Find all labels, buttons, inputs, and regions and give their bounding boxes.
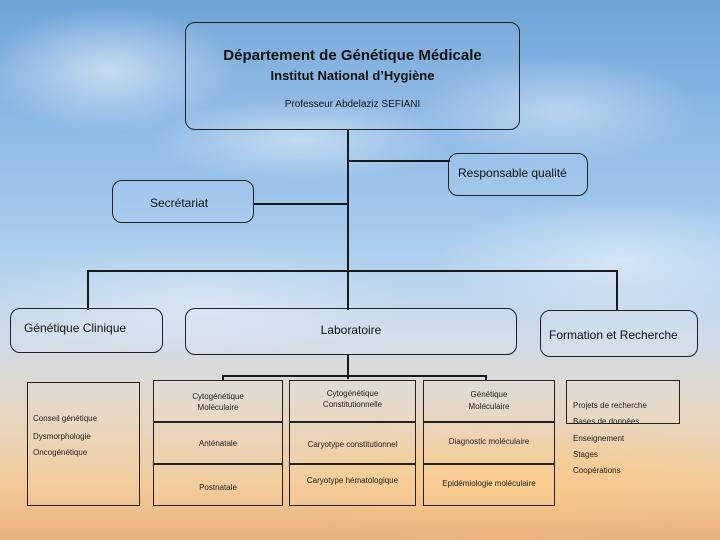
lab-col-genetique-moleculaire-item2: Epidémiologie moléculaire bbox=[442, 479, 536, 488]
clinique-item-oncogenetique: Oncogénétique bbox=[33, 448, 88, 457]
secretariat-label: Secrétariat bbox=[150, 196, 209, 210]
lab-col-cyto-moleculaire-header-line2: Moléculaire bbox=[197, 403, 239, 412]
lab-col-cyto-moleculaire-item2-box bbox=[153, 464, 283, 506]
laboratoire-label: Laboratoire bbox=[320, 323, 382, 337]
lab-col-cyto-constitutionnelle-item1: Caryotype constitutionnel bbox=[307, 440, 398, 449]
lab-col-genetique-moleculaire-header-line2: Moléculaire bbox=[468, 402, 510, 411]
formation-item-projets: Projets de recherche bbox=[573, 401, 647, 410]
lab-col-cyto-moleculaire-item2: Postnatale bbox=[199, 483, 237, 492]
connector-clinique bbox=[87, 270, 89, 310]
department-subtitle: Institut National d’Hygiène bbox=[270, 68, 435, 83]
connector-lab-col1 bbox=[222, 375, 224, 381]
lab-col-cyto-moleculaire-item1-box bbox=[153, 422, 283, 464]
lab-col-genetique-moleculaire-header-line1: Génétique bbox=[470, 390, 508, 399]
formation-label: Formation et Recherche bbox=[549, 328, 678, 342]
clinique-item-conseil: Conseil génétique bbox=[33, 414, 98, 423]
connector-quality bbox=[348, 160, 450, 162]
clinique-box bbox=[10, 308, 163, 353]
connector-branches bbox=[87, 270, 617, 272]
formation-item-stages: Stages bbox=[573, 450, 598, 459]
lab-col-cyto-constitutionnelle-item1-box bbox=[289, 422, 416, 464]
lab-col-genetique-moleculaire-item1-box bbox=[423, 422, 555, 464]
formation-details-box bbox=[566, 380, 680, 424]
clinique-item-dysmorphologie: Dysmorphologie bbox=[33, 432, 91, 441]
formation-item-bases: Bases de données bbox=[573, 417, 640, 426]
lab-col-genetique-moleculaire-item2-box bbox=[423, 464, 555, 506]
lab-col-genetique-moleculaire-header-box bbox=[423, 380, 555, 422]
connector-formation bbox=[616, 270, 618, 310]
connector-lab-columns bbox=[222, 375, 486, 377]
laboratoire-box bbox=[185, 308, 517, 355]
lab-col-cyto-constitutionnelle-item2: Caryotype hématologique bbox=[306, 476, 399, 485]
clinique-details-box bbox=[27, 382, 140, 506]
connector-trunk bbox=[347, 130, 349, 310]
clinique-label: Génétique Clinique bbox=[24, 321, 127, 335]
formation-box bbox=[540, 310, 698, 357]
formation-item-enseignement: Enseignement bbox=[573, 434, 625, 443]
department-head: Professeur Abdelaziz SEFIANI bbox=[284, 99, 421, 110]
department-box bbox=[185, 22, 520, 130]
quality-label: Responsable qualité bbox=[458, 166, 567, 180]
lab-col-cyto-moleculaire-item1: Anténatale bbox=[198, 439, 238, 448]
lab-col-cyto-constitutionnelle-header-box bbox=[289, 380, 416, 422]
secretariat-box bbox=[112, 180, 254, 223]
lab-col-genetique-moleculaire-item1: Diagnostic moléculaire bbox=[448, 437, 530, 446]
lab-col-cyto-moleculaire-header-line1: Cytogénétique bbox=[192, 392, 244, 401]
lab-col-cyto-moleculaire-header-box bbox=[153, 380, 283, 422]
lab-col-cyto-constitutionnelle-header-line1: Cytogénétique bbox=[326, 389, 379, 398]
connector-lab-col3 bbox=[485, 375, 487, 381]
lab-col-cyto-constitutionnelle-header-line2: Constitutionnelle bbox=[322, 400, 383, 409]
formation-item-cooperations: Coopérations bbox=[573, 466, 621, 475]
lab-col-cyto-constitutionnelle-item2-box bbox=[289, 464, 416, 506]
quality-box bbox=[448, 153, 588, 196]
connector-lab-down bbox=[347, 355, 349, 379]
connector-secretariat bbox=[253, 203, 348, 205]
department-title: Département de Génétique Médicale bbox=[223, 47, 482, 64]
